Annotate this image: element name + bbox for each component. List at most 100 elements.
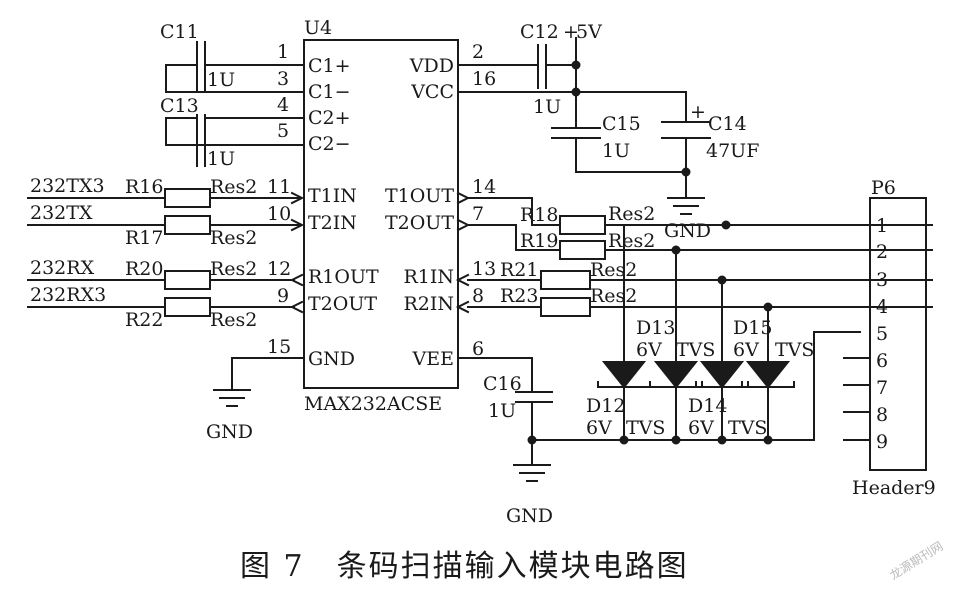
- diode-ref: D14: [688, 395, 727, 417]
- pin-name: T1OUT: [385, 185, 454, 207]
- cap-value: 1U: [207, 148, 235, 170]
- resistor-ref: R18: [520, 204, 558, 226]
- connector-p6: P6 Header9 1 2 3 4 5 6 7 8 9: [843, 177, 936, 499]
- resistor-value: Res2: [608, 203, 655, 225]
- resistor-ref: R22: [125, 309, 163, 331]
- diode-type: TVS: [626, 417, 665, 439]
- diode-value: 6V: [586, 417, 612, 439]
- gnd-label: GND: [206, 421, 253, 443]
- signal-232tx: 232TX R17 Res2: [27, 202, 301, 249]
- diode-ref: D12: [586, 395, 625, 417]
- resistor-r22: [164, 297, 211, 317]
- cap-ref: C14: [708, 113, 747, 135]
- connector-pin: 9: [876, 431, 888, 453]
- pin-number: 8: [472, 285, 484, 307]
- cap-ref: C15: [602, 113, 641, 135]
- junction-dot: [671, 245, 681, 255]
- resistor-r16: [164, 188, 211, 208]
- tvs-diodes: D13 6V TVS D15 6V TVS D12 6V TVS D14 6V …: [527, 220, 861, 445]
- connector-pin: 6: [876, 350, 888, 372]
- pin-name: VEE: [412, 348, 454, 370]
- junction-dot: [717, 435, 727, 445]
- cap-ref: C13: [160, 95, 199, 117]
- pin-name: T1IN: [308, 185, 357, 207]
- pin-number: 2: [472, 41, 484, 63]
- pin-number: 4: [277, 94, 289, 116]
- cap-ref: C12: [520, 21, 559, 43]
- signal-label: 232TX3: [30, 175, 105, 197]
- connector-pin: 7: [876, 377, 888, 399]
- diode-value: 6V: [733, 339, 759, 361]
- connector-ref: P6: [871, 177, 896, 199]
- pin-input-arrow: [455, 273, 470, 287]
- pin-output-arrow: [456, 191, 471, 205]
- ic-body: [303, 39, 459, 389]
- diode-d13: [649, 249, 703, 441]
- connector-pin: 4: [876, 296, 888, 318]
- resistor-ref: R19: [520, 230, 558, 252]
- capacitor-c13: C13 1U: [160, 95, 305, 170]
- resistor-value: Res2: [590, 285, 637, 307]
- resistor-value: Res2: [210, 309, 257, 331]
- diode-d14: [695, 279, 749, 441]
- junction-dot: [717, 275, 727, 285]
- resistor-ref: R23: [500, 285, 538, 307]
- junction-dot: [619, 435, 629, 445]
- cap-value: 1U: [533, 96, 561, 118]
- resistor-value: Res2: [210, 227, 257, 249]
- pin-number: 7: [472, 203, 484, 225]
- pin-name: VCC: [410, 81, 454, 103]
- pin-number: 9: [277, 285, 289, 307]
- pin-name: C1−: [308, 81, 351, 103]
- resistor-ref: R17: [125, 227, 163, 249]
- pin-number: 1: [277, 41, 289, 63]
- resistor-ref: R21: [500, 259, 538, 281]
- cap-ref: C11: [160, 21, 199, 43]
- connector-pin: 1: [876, 215, 888, 237]
- pin-input-arrow: [290, 218, 305, 232]
- junction-dot: [571, 60, 581, 70]
- pin-name: R2IN: [403, 293, 454, 315]
- junction-dot: [721, 220, 731, 230]
- diode-type: TVS: [775, 339, 814, 361]
- signal-label: 232RX: [30, 257, 95, 279]
- figure-caption: 图 7 条码扫描输入模块电路图: [240, 549, 689, 584]
- resistor-r21: [540, 270, 591, 290]
- diode-value: 6V: [688, 417, 714, 439]
- resistor-value: Res2: [608, 230, 655, 252]
- gnd-label: GND: [506, 505, 553, 527]
- pin-number: 12: [267, 258, 291, 280]
- diode-ref: D15: [733, 317, 772, 339]
- resistor-value: Res2: [210, 258, 257, 280]
- pin-number: 14: [472, 176, 496, 198]
- connector-pin: 8: [876, 404, 888, 426]
- diode-d15: [741, 306, 795, 441]
- ic-u4: U4 MAX232ACSE C1+ C1− C2+ C2− T1IN T2IN …: [267, 17, 496, 415]
- connector-body: [869, 197, 927, 471]
- diode-value: 6V: [636, 339, 662, 361]
- diode-type: TVS: [728, 417, 767, 439]
- signal-232rx: 232RX R20 Res2: [27, 257, 295, 290]
- pin-output-arrow: [456, 218, 471, 232]
- pin-name: VDD: [409, 55, 454, 77]
- watermark: 龙源期刊网: [887, 539, 945, 583]
- cap-ref: C16: [483, 373, 522, 395]
- pin-name: R1IN: [403, 266, 454, 288]
- pin-input-arrow: [290, 191, 305, 205]
- pin-name: T2IN: [308, 212, 357, 234]
- ic-part-label: MAX232ACSE: [304, 393, 442, 415]
- capacitor-c16: C16 1U GND: [457, 357, 553, 527]
- capacitor-c11: C11 1U: [160, 21, 305, 93]
- signal-232rx3: 232RX3 R22 Res2: [27, 284, 295, 331]
- pin-name: T2OUT: [308, 293, 377, 315]
- output-resistors: R18 Res2 R19 Res2 R21 Res2 R23 Res2: [467, 197, 933, 317]
- pin-name: T2OUT: [385, 212, 454, 234]
- diode-type: TVS: [676, 339, 715, 361]
- resistor-value: Res2: [590, 259, 637, 281]
- connector-pin: 3: [876, 269, 888, 291]
- pin-number: 3: [277, 68, 289, 90]
- pin-number: 5: [277, 120, 289, 142]
- junction-dot: [571, 87, 581, 97]
- connector-pin: 2: [876, 241, 888, 263]
